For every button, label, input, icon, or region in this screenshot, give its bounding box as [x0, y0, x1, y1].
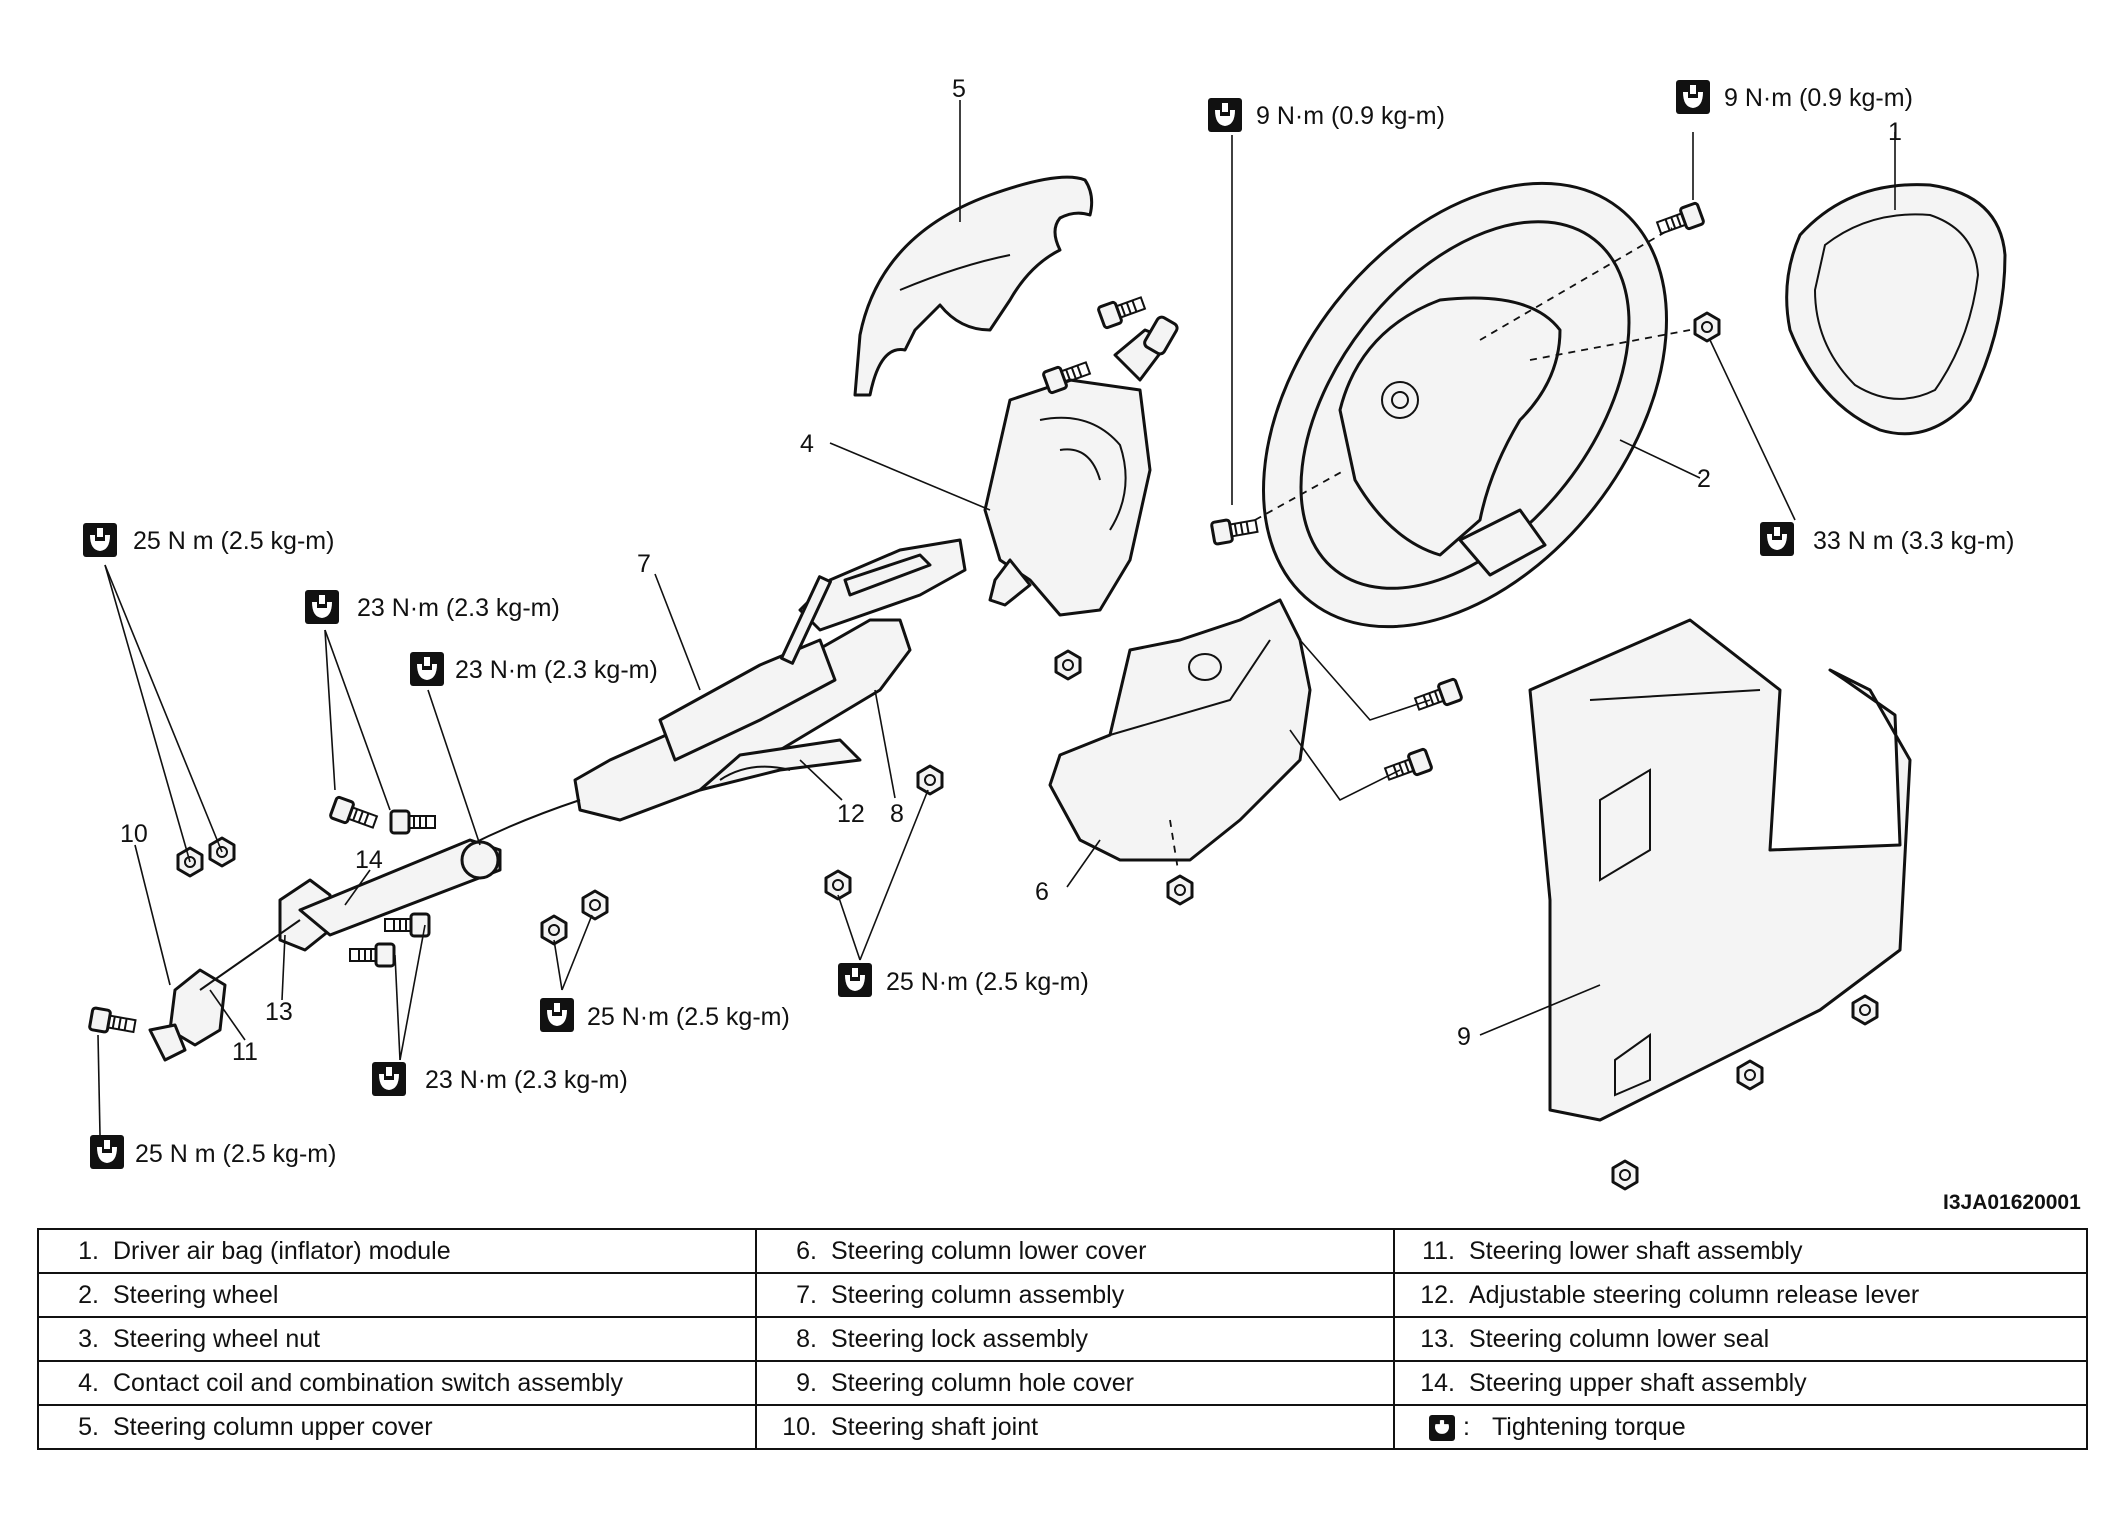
legend-text: Driver air bag (inflator) module	[113, 1236, 451, 1265]
callout-4: 4	[800, 430, 814, 458]
legend-number: 5.	[78, 1412, 99, 1441]
legend-number: 13.	[1420, 1324, 1455, 1353]
callout-2: 2	[1697, 465, 1711, 493]
torque-specs: 25 N m (2.5 kg-m) 23 N·m (2.3 kg-m) 23 N…	[83, 80, 2014, 1169]
legend-number: 9.	[796, 1368, 817, 1397]
legend-cell: 12. Adjustable steering column release le…	[1393, 1272, 2088, 1318]
callout-numbers: 5 1 4 2 6 7 12 8 9 10 14 13 11	[120, 75, 1902, 1066]
steering-column-lower-cover	[1048, 598, 1464, 906]
legend-text: Contact coil and combination switch asse…	[113, 1368, 623, 1397]
legend-cell: : Tightening torque	[1393, 1404, 2088, 1450]
legend-text: Steering shaft joint	[831, 1412, 1039, 1441]
callout-9: 9	[1457, 1023, 1471, 1051]
legend-cell: 9. Steering column hole cover	[755, 1360, 1395, 1406]
figure-code: I3JA01620001	[1943, 1191, 2081, 1214]
legend-cell: 10. Steering shaft joint	[755, 1404, 1395, 1450]
torque-label: 23 N·m (2.3 kg-m)	[455, 656, 658, 684]
legend-cell: 13. Steering column lower seal	[1393, 1316, 2088, 1362]
exploded-steering-diagram: 5 1 4 2 6 7 12 8 9 10 14 13 11 25 N m (2…	[83, 75, 2081, 1214]
legend-text: Steering lock assembly	[831, 1324, 1089, 1353]
legend-text: Tightening torque	[1491, 1412, 1686, 1441]
legend-number: 14.	[1420, 1368, 1455, 1397]
legend-cell: 3. Steering wheel nut	[37, 1316, 757, 1362]
legend-cell: 4. Contact coil and combination switch as…	[37, 1360, 757, 1406]
legend-cell: 2. Steering wheel	[37, 1272, 757, 1318]
steering-column-assembly	[469, 538, 967, 846]
steering-column-hole-cover	[1528, 618, 1912, 1191]
legend-number: 4.	[78, 1368, 99, 1397]
torque-label: 9 N·m (0.9 kg-m)	[1256, 102, 1445, 130]
torque-label: 9 N·m (0.9 kg-m)	[1724, 84, 1913, 112]
legend-text: Steering wheel nut	[113, 1324, 321, 1353]
legend-number: 8.	[796, 1324, 817, 1353]
legend-text: Steering upper shaft assembly	[1469, 1368, 1807, 1397]
steering-column-upper-cover	[853, 175, 1094, 397]
legend-text: Steering column lower seal	[1469, 1324, 1770, 1353]
torque-label: 23 N·m (2.3 kg-m)	[425, 1066, 628, 1094]
steering-lower-shafts	[87, 764, 944, 1062]
legend-row: 3. Steering wheel nut 8. Steering lock asse…	[37, 1316, 2088, 1362]
legend-number: 11.	[1422, 1236, 1455, 1265]
legend-text: Steering column upper cover	[113, 1412, 433, 1441]
legend-row: 2. Steering wheel 7. Steering column assemb…	[37, 1272, 2088, 1318]
legend-number: 1.	[78, 1236, 99, 1265]
legend-number: 2.	[78, 1280, 99, 1309]
legend-number: 12.	[1420, 1280, 1455, 1309]
torque-label: 25 N m (2.5 kg-m)	[133, 527, 334, 555]
parts-legend: 1. Driver air bag (inflator) module 6. Stee…	[37, 1228, 2088, 1450]
leader-lines	[97, 100, 1896, 1136]
torque-label: 33 N m (3.3 kg-m)	[1813, 527, 2014, 555]
callout-1: 1	[1888, 118, 1902, 146]
torque-label: 23 N·m (2.3 kg-m)	[357, 594, 560, 622]
callout-5: 5	[952, 75, 966, 103]
torque-label: 25 N·m (2.5 kg-m)	[886, 968, 1089, 996]
callout-6: 6	[1035, 878, 1049, 906]
callout-8: 8	[890, 800, 904, 828]
legend-cell: 6. Steering column lower cover	[755, 1228, 1395, 1274]
callout-14: 14	[355, 846, 383, 874]
legend-number: 6.	[796, 1236, 817, 1265]
legend-cell: 11. Steering lower shaft assembly	[1393, 1228, 2088, 1274]
legend-text: Adjustable steering column release lever	[1469, 1280, 1920, 1309]
legend-text: Steering lower shaft assembly	[1469, 1236, 1803, 1265]
legend-row: 4. Contact coil and combination switch as…	[37, 1360, 2088, 1406]
legend-row: 5. Steering column upper cover 10. Steering…	[37, 1404, 2088, 1450]
legend-text: Steering column lower cover	[831, 1236, 1147, 1265]
callout-7: 7	[637, 550, 651, 578]
legend-cell: 8. Steering lock assembly	[755, 1316, 1395, 1362]
contact-coil-combination-switch	[983, 291, 1179, 681]
driver-air-bag-module	[1785, 183, 2007, 436]
callout-12: 12	[837, 800, 865, 828]
legend-text: Steering wheel	[113, 1280, 279, 1309]
legend-number: :	[1463, 1412, 1470, 1441]
torque-label: 25 N m (2.5 kg-m)	[135, 1140, 336, 1168]
callout-11: 10	[120, 820, 148, 848]
legend-text: Steering column hole cover	[831, 1368, 1134, 1397]
callout-13: 13	[265, 998, 293, 1026]
legend-row: 1. Driver air bag (inflator) module 6. Stee…	[37, 1228, 2088, 1274]
legend-cell: 5. Steering column upper cover	[37, 1404, 757, 1450]
legend-number: 7.	[796, 1280, 817, 1309]
torque-label: 25 N·m (2.5 kg-m)	[587, 1003, 790, 1031]
legend-number: 10.	[782, 1412, 817, 1441]
legend-text: Steering column assembly	[831, 1280, 1125, 1309]
torque-wrench-icon	[1429, 1414, 1455, 1441]
legend-number: 3.	[78, 1324, 99, 1353]
wheel-fasteners	[1209, 201, 1721, 546]
callout-10: 11	[232, 1038, 258, 1066]
legend-cell: 7. Steering column assembly	[755, 1272, 1395, 1318]
steering-wheel	[1262, 181, 1668, 629]
legend-cell: 14. Steering upper shaft assembly	[1393, 1360, 2088, 1406]
legend-cell: 1. Driver air bag (inflator) module	[37, 1228, 757, 1274]
